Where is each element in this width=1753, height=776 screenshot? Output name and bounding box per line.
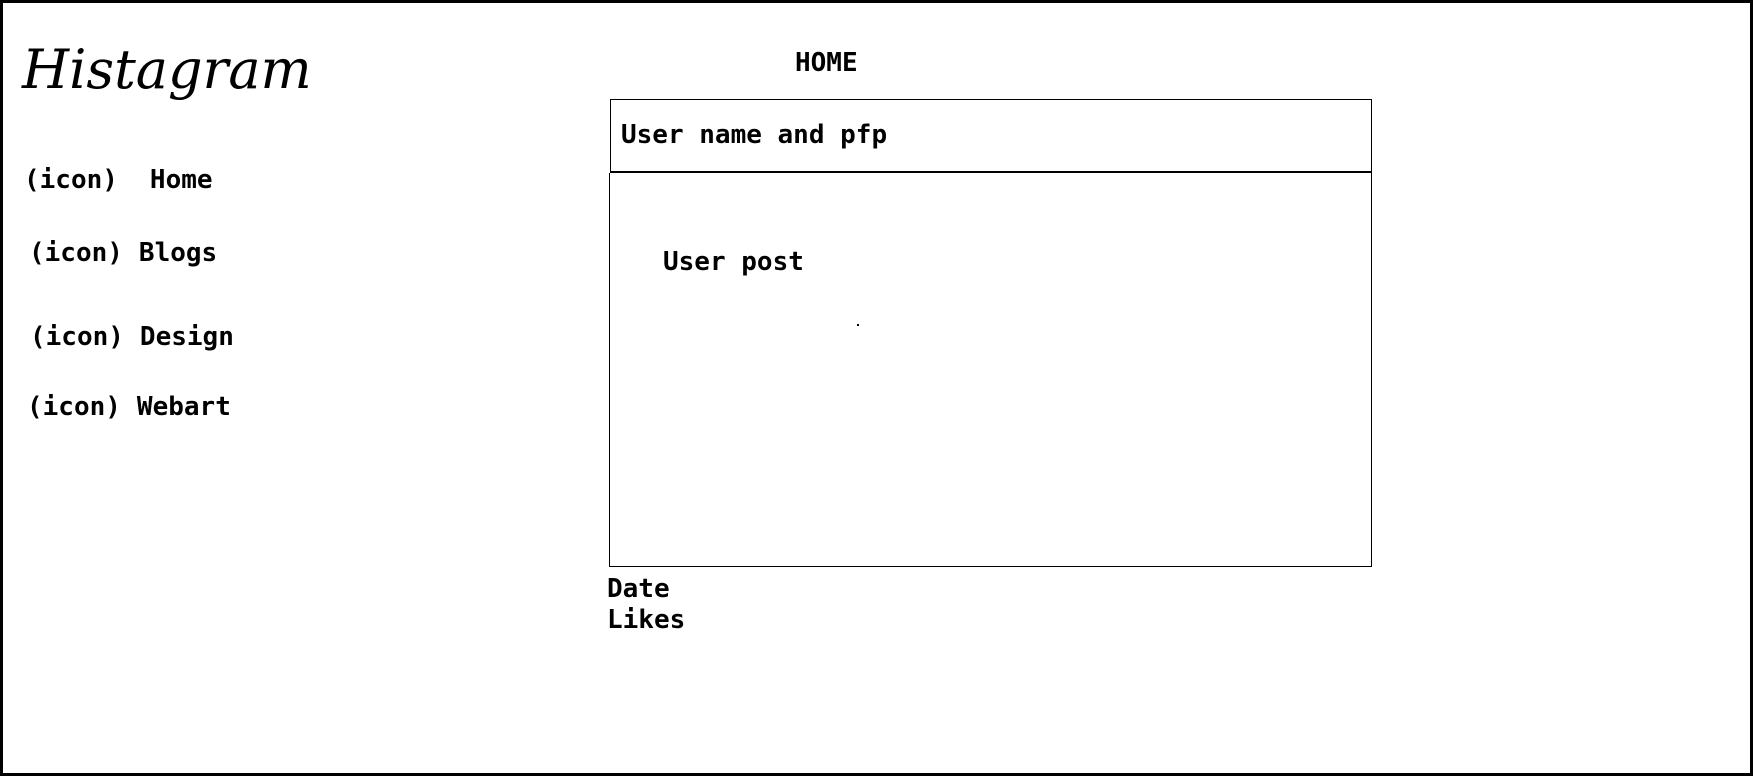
home-icon: (icon) <box>24 165 118 195</box>
post-header[interactable]: User name and pfp <box>610 99 1372 173</box>
post-content[interactable]: User post <box>609 173 1372 567</box>
webart-icon: (icon) <box>27 392 121 422</box>
page-title: HOME <box>795 48 858 78</box>
sidebar-item-label: Blogs <box>138 238 218 268</box>
sidebar-item-label: Home <box>149 165 213 195</box>
sidebar-item-home[interactable]: (icon) Home <box>24 163 213 197</box>
sidebar-item-label: Design <box>139 322 234 352</box>
post-author[interactable]: User name and pfp <box>621 120 888 150</box>
post-likes[interactable]: Likes <box>607 605 686 635</box>
sidebar-item-blogs[interactable]: (icon) Blogs <box>29 236 217 270</box>
blogs-icon: (icon) <box>29 238 123 268</box>
sidebar-item-label: Webart <box>136 392 231 422</box>
sidebar-item-webart[interactable]: (icon) Webart <box>27 390 231 424</box>
design-icon: (icon) <box>30 322 124 352</box>
stray-dot <box>857 324 859 326</box>
sidebar-item-design[interactable]: (icon) Design <box>30 320 234 354</box>
post-date: Date <box>607 574 670 604</box>
app-logo[interactable]: Histagram <box>22 38 312 101</box>
post-body-text: User post <box>663 247 804 277</box>
